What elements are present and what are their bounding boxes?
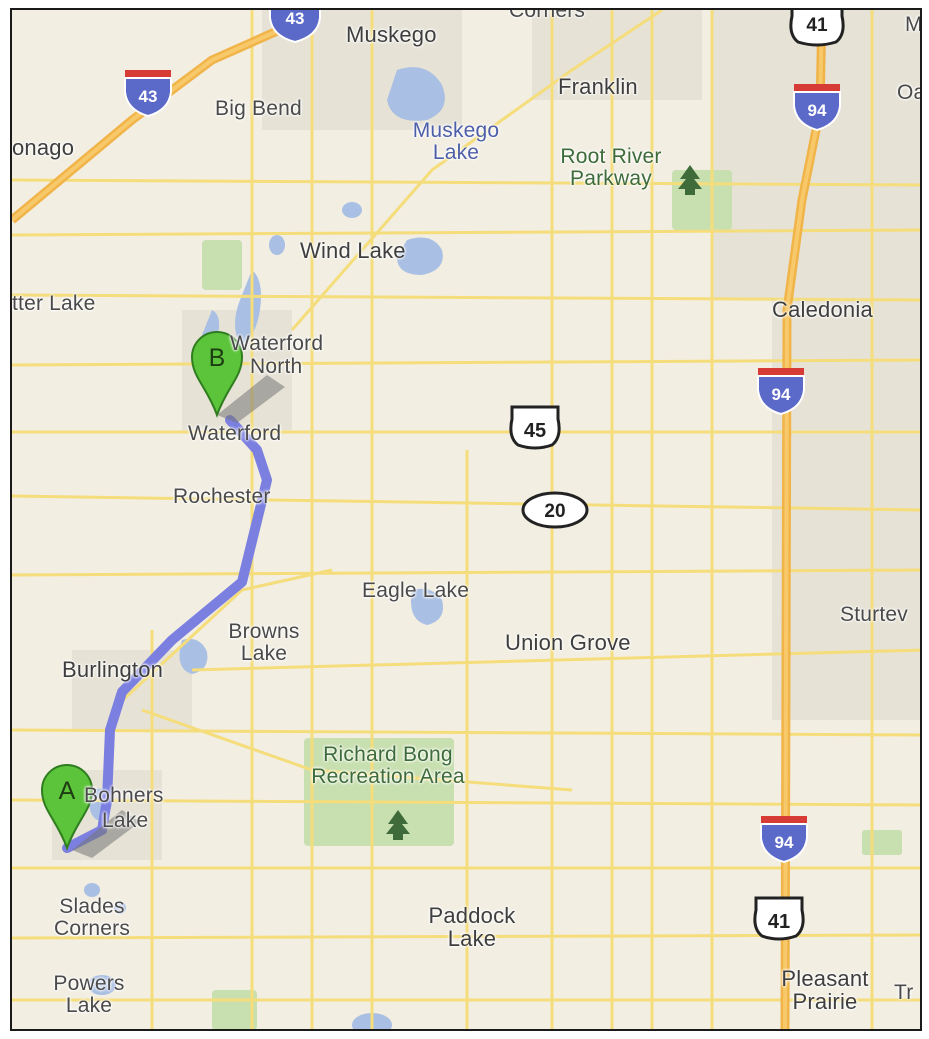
driving-route[interactable] [62, 415, 272, 853]
place-label-paddock-lake: Paddock Lake [412, 904, 532, 950]
place-label-slades-corners: Slades Corners [37, 895, 147, 941]
place-label-waterford-north: Waterford North [230, 332, 323, 378]
place-label-eagle-lake: Eagle Lake [362, 579, 470, 602]
marker-a-letter: A [59, 777, 76, 805]
place-label-muskego-lake: Muskego Lake [396, 119, 516, 165]
slades-corners-line1: Slades [59, 895, 125, 918]
place-label-richard-bong: Richard Bong Recreation Area [288, 743, 488, 789]
powers-lake-line2: Lake [65, 994, 113, 1018]
place-label-waterford: Waterford [188, 422, 282, 445]
water-bodies [84, 67, 445, 1029]
muskego-lake-line2: Lake [432, 141, 480, 165]
place-label-mukwonago: onago [12, 135, 75, 160]
i94-mid-label: 94 [772, 385, 791, 404]
tree-icon [678, 165, 702, 195]
interstate-shield-i43-top: 43 [269, 10, 321, 44]
tree-icon [386, 810, 410, 840]
place-label-potter-lake: tter Lake [12, 292, 96, 315]
waterford-north-line2: North [250, 355, 303, 379]
pleasant-prairie-line1: Pleasant [781, 966, 869, 991]
place-label-franklin: Franklin [558, 74, 638, 99]
state20-label: 20 [544, 501, 565, 522]
pleasant-prairie-line2: Prairie [792, 989, 858, 1015]
powers-lake-line1: Powers [53, 972, 125, 995]
us-route-shield-45: 45 [509, 405, 561, 450]
place-label-corners-top: Corners [509, 8, 586, 22]
marker-b[interactable]: B [190, 331, 244, 418]
map-canvas[interactable]: A B 43 43 94 [12, 10, 922, 1031]
root-river-line1: Root River [560, 145, 662, 168]
interstate-shield-i94-top: 94 [793, 84, 841, 132]
place-label-caledonia: Caledonia [772, 297, 873, 322]
place-label-burlington: Burlington [62, 657, 164, 682]
waterford-north-line1: Waterford [230, 332, 324, 355]
state-route-shield-20: 20 [521, 491, 589, 529]
i94-low-label: 94 [775, 833, 794, 852]
place-label-big-bend: Big Bend [215, 97, 302, 120]
interstate-shield-i94-mid: 94 [757, 368, 805, 416]
place-label-union-grove: Union Grove [505, 630, 631, 655]
place-label-wind-lake: Wind Lake [300, 238, 406, 263]
place-label-bohners-lake: Bohners Lake [84, 783, 164, 833]
i43-label: 43 [139, 87, 158, 106]
us41-top-label: 41 [806, 15, 828, 36]
browns-lake-line1: Browns [228, 620, 300, 643]
place-label-sturtevant: Sturtev [840, 603, 908, 626]
root-river-line2: Parkway [570, 167, 652, 191]
paddock-lake-line1: Paddock [428, 903, 516, 928]
richard-bong-line1: Richard Bong [323, 743, 453, 766]
bohners-lake-line1: Bohners [84, 784, 164, 807]
map-view[interactable]: A B 43 43 94 [10, 8, 922, 1031]
eagle-lake-water [411, 588, 443, 625]
browns-lake-water [179, 638, 208, 674]
i43-top-label: 43 [286, 10, 305, 28]
us41-low-label: 41 [768, 911, 790, 933]
us-route-shield-41-top: 41 [789, 10, 845, 47]
place-label-powers-lake: Powers Lake [34, 972, 144, 1018]
place-label-rochester: Rochester [173, 485, 271, 508]
place-label-m-top: M [905, 13, 922, 36]
place-label-muskego: Muskego [346, 22, 437, 47]
interstate-shield-i94-low: 94 [760, 816, 808, 864]
place-label-browns-lake: Browns Lake [209, 620, 319, 666]
browns-lake-line2: Lake [240, 642, 288, 666]
place-label-pleasant-prairie: Pleasant Prairie [760, 967, 890, 1013]
marker-a[interactable]: A [40, 764, 94, 851]
marker-a-shadow [72, 810, 140, 858]
wind-lake-water [397, 237, 443, 275]
bohners-lake-line2: Lake [102, 809, 149, 833]
place-label-tr: Tr [894, 981, 914, 1004]
muskego-lake-line1: Muskego [412, 119, 500, 142]
i94-top-label: 94 [808, 101, 827, 120]
slades-corners-line2: Corners [53, 917, 131, 941]
paddock-lake-line2: Lake [447, 926, 497, 952]
richard-bong-line2: Recreation Area [311, 765, 465, 789]
place-label-oak-creek: Oa [897, 81, 920, 104]
richard-bong-park [304, 738, 454, 846]
muskego-lake-water [387, 67, 445, 121]
marker-b-shadow [217, 375, 285, 423]
us45-label: 45 [524, 420, 546, 442]
marker-b-letter: B [209, 344, 226, 372]
interstate-shield-i43: 43 [124, 70, 172, 118]
us-route-shield-41-low: 41 [753, 896, 805, 941]
place-label-root-river-parkway: Root River Parkway [536, 145, 686, 191]
